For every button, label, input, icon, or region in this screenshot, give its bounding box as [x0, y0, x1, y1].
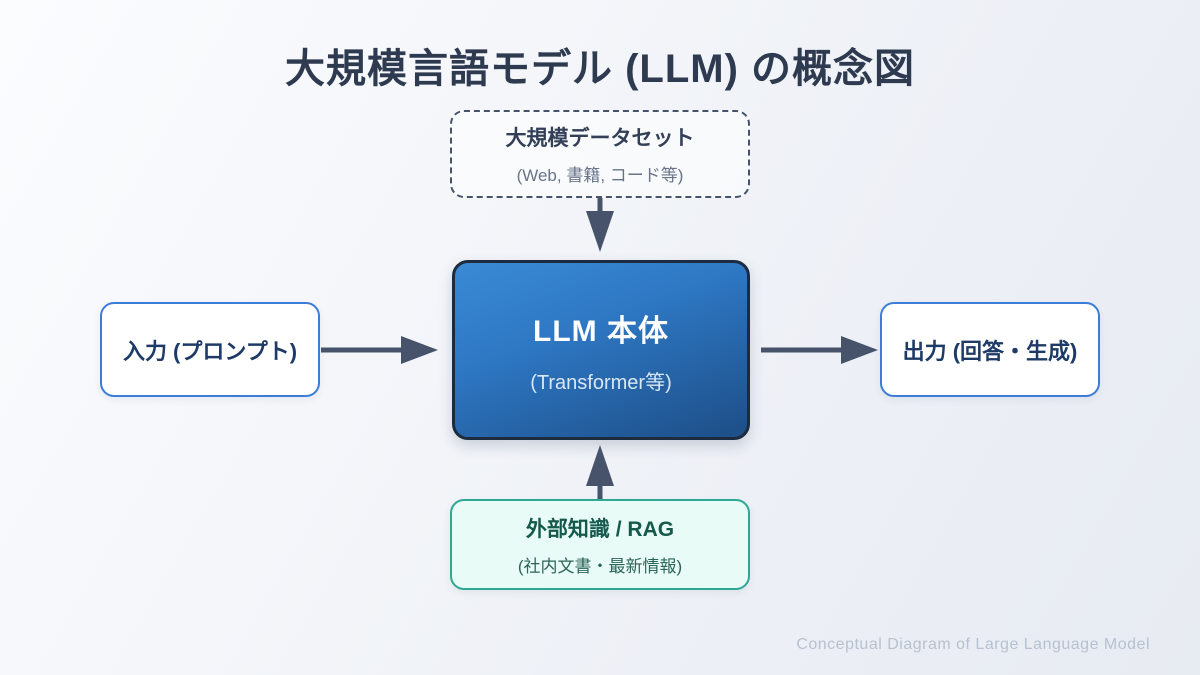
node-input: 入力 (プロンプト) — [100, 302, 320, 397]
arrow-llm-to-output-icon — [761, 336, 878, 364]
footer-caption: Conceptual Diagram of Large Language Mod… — [796, 636, 1150, 653]
dataset-sublabel: (Web, 書籍, コード等) — [516, 166, 684, 185]
node-rag: 外部知識 / RAG (社内文書・最新情報) — [450, 499, 750, 590]
rag-label: 外部知識 / RAG — [525, 517, 675, 541]
llm-sublabel: (Transformer等) — [530, 371, 672, 394]
node-output: 出力 (回答・生成) — [880, 302, 1100, 397]
node-llm: LLM 本体 (Transformer等) — [452, 260, 750, 440]
arrow-input-to-llm-icon — [321, 336, 438, 364]
arrow-rag-to-llm-icon — [586, 445, 614, 499]
dataset-label: 大規模データセット — [505, 127, 695, 150]
rag-sublabel: (社内文書・最新情報) — [517, 556, 683, 576]
output-label: 出力 (回答・生成) — [902, 338, 1078, 364]
diagram-title: 大規模言語モデル (LLM) の概念図 — [284, 47, 916, 91]
llm-label: LLM 本体 — [533, 314, 669, 348]
input-label: 入力 (プロンプト) — [122, 338, 298, 364]
node-dataset: 大規模データセット (Web, 書籍, コード等) — [450, 110, 750, 198]
arrow-dataset-to-llm-icon — [586, 198, 614, 252]
